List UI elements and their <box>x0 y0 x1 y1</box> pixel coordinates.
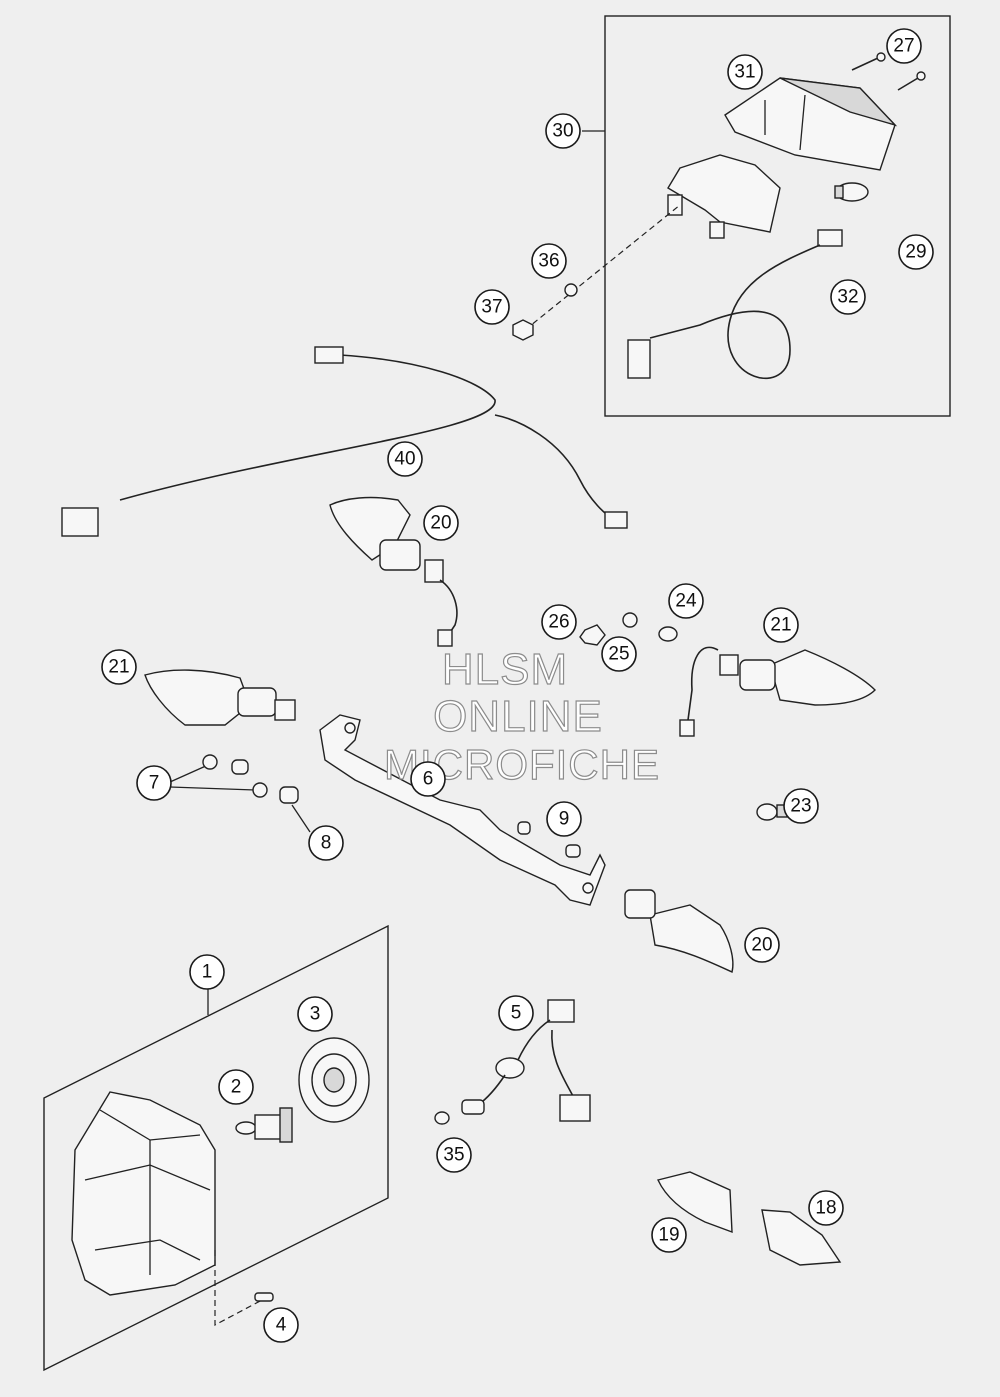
svg-text:30: 30 <box>552 121 573 142</box>
headlight-wiring <box>434 999 591 1125</box>
callout-21-right: 21 <box>763 607 799 643</box>
callout-35: 35 <box>436 1137 472 1173</box>
svg-text:21: 21 <box>108 657 129 678</box>
callout-6: 6 <box>410 761 446 797</box>
bulb-23 <box>756 803 788 821</box>
nut-37 <box>512 319 534 341</box>
svg-text:24: 24 <box>675 591 697 612</box>
svg-text:20: 20 <box>430 513 451 534</box>
callout-2: 2 <box>218 1069 254 1105</box>
callout-4: 4 <box>263 1307 299 1343</box>
svg-text:40: 40 <box>394 449 415 470</box>
callout-31: 31 <box>727 54 763 90</box>
callout-21-left: 21 <box>101 649 137 685</box>
bulb-29 <box>834 182 869 202</box>
reflector-18 <box>761 1209 842 1266</box>
svg-text:19: 19 <box>658 1225 679 1246</box>
callout-29: 29 <box>898 234 934 270</box>
headlight-group <box>43 924 389 1372</box>
callout-20-bottom: 20 <box>744 927 780 963</box>
headlight-bulb <box>235 1107 293 1143</box>
callout-30: 30 <box>545 113 581 149</box>
svg-text:25: 25 <box>608 644 629 665</box>
svg-text:37: 37 <box>481 297 502 318</box>
callout-18: 18 <box>808 1190 844 1226</box>
tail-light-group-frame <box>604 15 951 417</box>
lock-washer-25 <box>622 612 638 628</box>
svg-text:18: 18 <box>815 1198 836 1219</box>
svg-text:26: 26 <box>548 612 569 633</box>
svg-text:1: 1 <box>202 962 213 983</box>
turn-signal-right <box>679 646 876 737</box>
callout-24: 24 <box>668 583 704 619</box>
headlight-cover <box>298 1037 370 1123</box>
callout-36: 36 <box>531 243 567 279</box>
svg-text:27: 27 <box>893 36 914 57</box>
callout-40: 40 <box>387 441 423 477</box>
watermark-line-2: ONLINE <box>433 692 603 741</box>
callout-23: 23 <box>783 788 819 824</box>
callout-26: 26 <box>541 604 577 640</box>
headlight-group-frame <box>43 924 389 1372</box>
callout-9: 9 <box>546 801 582 837</box>
turn-signal-top <box>329 496 458 647</box>
headlight-bracket <box>319 714 606 906</box>
callout-markers: 27 31 30 29 36 32 37 40 20 24 26 21 25 2… <box>101 28 934 1343</box>
tail-light-group <box>512 15 951 417</box>
svg-text:5: 5 <box>511 1003 522 1024</box>
callout-25: 25 <box>601 636 637 672</box>
svg-text:7: 7 <box>149 773 160 794</box>
tail-light-lens <box>724 77 898 171</box>
reflector-19 <box>657 1171 733 1234</box>
small-hardware <box>579 612 678 646</box>
tail-light-wiring <box>627 229 843 379</box>
svg-text:4: 4 <box>276 1315 287 1336</box>
svg-text:29: 29 <box>905 242 926 263</box>
callout-19: 19 <box>651 1217 687 1253</box>
callout-20-top: 20 <box>423 505 459 541</box>
svg-text:8: 8 <box>321 833 332 854</box>
nut-26 <box>579 624 606 646</box>
svg-text:35: 35 <box>443 1145 464 1166</box>
turn-signal-left <box>144 669 296 726</box>
bushings-9 <box>517 821 581 858</box>
svg-text:21: 21 <box>770 615 791 636</box>
svg-text:31: 31 <box>734 62 755 83</box>
washer-24 <box>658 626 678 642</box>
callout-1: 1 <box>189 954 225 990</box>
svg-text:20: 20 <box>751 935 772 956</box>
svg-text:3: 3 <box>310 1004 321 1025</box>
svg-text:32: 32 <box>837 287 858 308</box>
reflectors <box>657 1171 842 1266</box>
callout-3: 3 <box>297 996 333 1032</box>
tail-light-housing <box>667 154 781 239</box>
svg-text:6: 6 <box>423 769 434 790</box>
svg-text:36: 36 <box>538 251 559 272</box>
washer-36 <box>564 283 578 297</box>
watermark-line-1: HLSM <box>442 645 568 694</box>
watermark: HLSM ONLINE MICROFICHE <box>383 644 659 788</box>
svg-text:9: 9 <box>559 809 570 830</box>
screw-27 <box>851 52 926 91</box>
screws-and-bushings <box>169 754 311 833</box>
svg-text:2: 2 <box>231 1077 242 1098</box>
callout-8: 8 <box>308 825 344 861</box>
callout-37: 37 <box>474 289 510 325</box>
wiring-harness <box>61 346 628 537</box>
svg-text:23: 23 <box>790 796 811 817</box>
callout-27: 27 <box>886 28 922 64</box>
callout-32: 32 <box>830 279 866 315</box>
callout-7: 7 <box>136 765 172 801</box>
turn-signal-bottom <box>624 889 734 973</box>
callout-5: 5 <box>498 995 534 1031</box>
